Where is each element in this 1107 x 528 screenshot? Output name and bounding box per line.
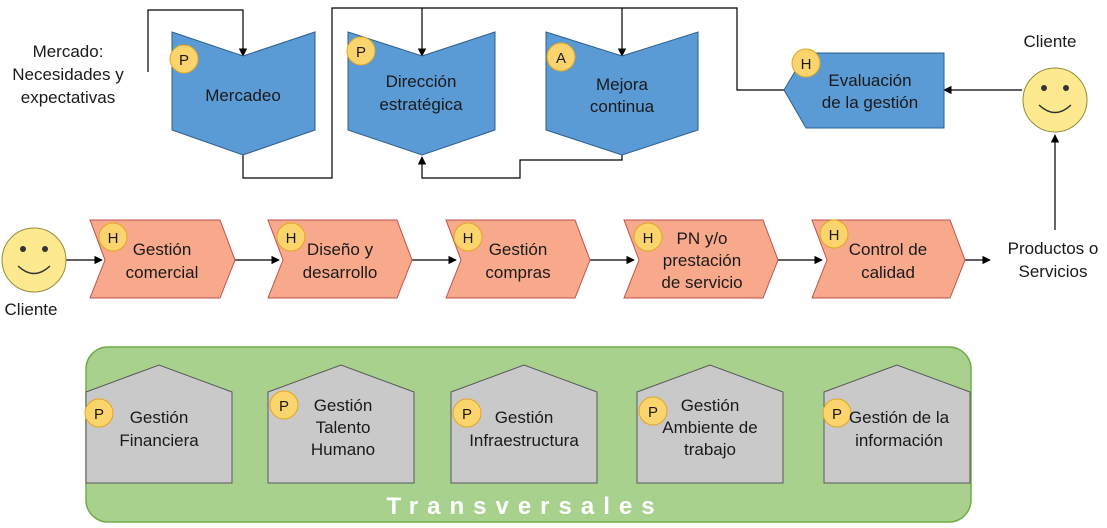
phva-badge [84,398,114,428]
badge-letter: H [643,230,654,247]
process-label: Financiera [119,431,199,450]
phva-badge [791,48,821,78]
badge-letter: P [832,406,842,423]
process-label: desarrollo [303,263,378,282]
badge-letter: H [463,230,474,247]
badge-letter: H [108,230,119,247]
mission-process-produccion: H PN y/o prestación de servicio [623,219,779,299]
support-process-talento: P Gestión Talento Humano [267,364,415,484]
phva-badge [269,390,299,420]
client-label-left: Cliente [5,300,58,319]
strategic-process-mercadeo: P Mercadeo [169,31,316,156]
strategic-process-mejora: A Mejora continua [545,31,699,156]
client-label-top: Cliente [1024,32,1077,51]
badge-letter: P [179,52,189,69]
badge-letter: H [829,227,840,244]
market-label: expectativas [21,88,116,107]
process-label: Gestión de la [849,408,950,427]
process-label: Evaluación [828,71,911,90]
phva-badge [169,44,199,74]
support-process-financiera: P Gestión Financiera [84,364,233,484]
process-label: Diseño y [307,240,374,259]
products-label: Productos o [1008,239,1099,258]
process-label: información [855,431,943,450]
process-label: trabajo [684,440,736,459]
phva-badge [819,219,849,249]
badge-letter: P [356,44,366,61]
phva-badge [98,222,128,252]
transversal-label: Transversales [386,493,663,520]
phva-badge [638,396,668,426]
phva-badge [546,42,576,72]
market-label: Necesidades y [12,65,124,84]
process-label: de la gestión [822,93,918,112]
badge-letter: H [801,56,812,73]
process-label: estratégica [379,95,463,114]
process-label: de servicio [661,273,742,292]
phva-badge [452,398,482,428]
badge-letter: H [286,230,297,247]
phva-badge [822,398,852,428]
process-label: calidad [861,263,915,282]
phva-badge [453,222,483,252]
phva-badge [346,36,376,66]
strategic-process-direccion: P Dirección estratégica [346,31,496,156]
process-label: Infraestructura [469,431,579,450]
mission-process-comercial: H Gestión comercial [89,219,236,299]
smiley-client-top-icon [1022,67,1088,133]
badge-letter: P [279,398,289,415]
process-label: Control de [849,240,927,259]
support-process-infraestructura: P Gestión Infraestructura [450,364,598,484]
process-label: PN y/o [676,229,727,248]
process-label: Dirección [386,72,457,91]
strategic-connectors [147,7,1060,230]
badge-letter: A [556,50,566,67]
process-label: Gestión [130,408,189,427]
market-label: Mercado: [33,42,104,61]
mission-process-compras: H Gestión compras [445,219,591,299]
process-label: Humano [311,440,375,459]
process-label: compras [485,263,550,282]
process-label: Mercadeo [205,86,281,105]
mission-process-calidad: H Control de calidad [811,219,966,299]
mission-process-diseno: H Diseño y desarrollo [267,219,413,299]
phva-badge [633,222,663,252]
process-label: comercial [126,263,199,282]
process-label: Gestión [133,240,192,259]
process-label: Gestión [314,396,373,415]
products-label: Servicios [1019,262,1088,281]
support-process-informacion: P Gestión de la información [822,364,971,484]
phva-badge [276,222,306,252]
smiley-client-left-icon [1,227,67,293]
support-process-ambiente: P Gestión Ambiente de trabajo [636,364,784,484]
badge-letter: P [648,404,658,421]
process-label: prestación [663,251,741,270]
process-label: continua [590,97,655,116]
process-label: Mejora [596,75,649,94]
process-label: Ambiente de [662,418,757,437]
badge-letter: P [462,406,472,423]
strategic-process-evaluacion: H Evaluación de la gestión [783,48,945,129]
badge-letter: P [94,406,104,423]
process-label: Talento [316,418,371,437]
process-label: Gestión [681,396,740,415]
process-label: Gestión [489,240,548,259]
process-label: Gestión [495,408,554,427]
